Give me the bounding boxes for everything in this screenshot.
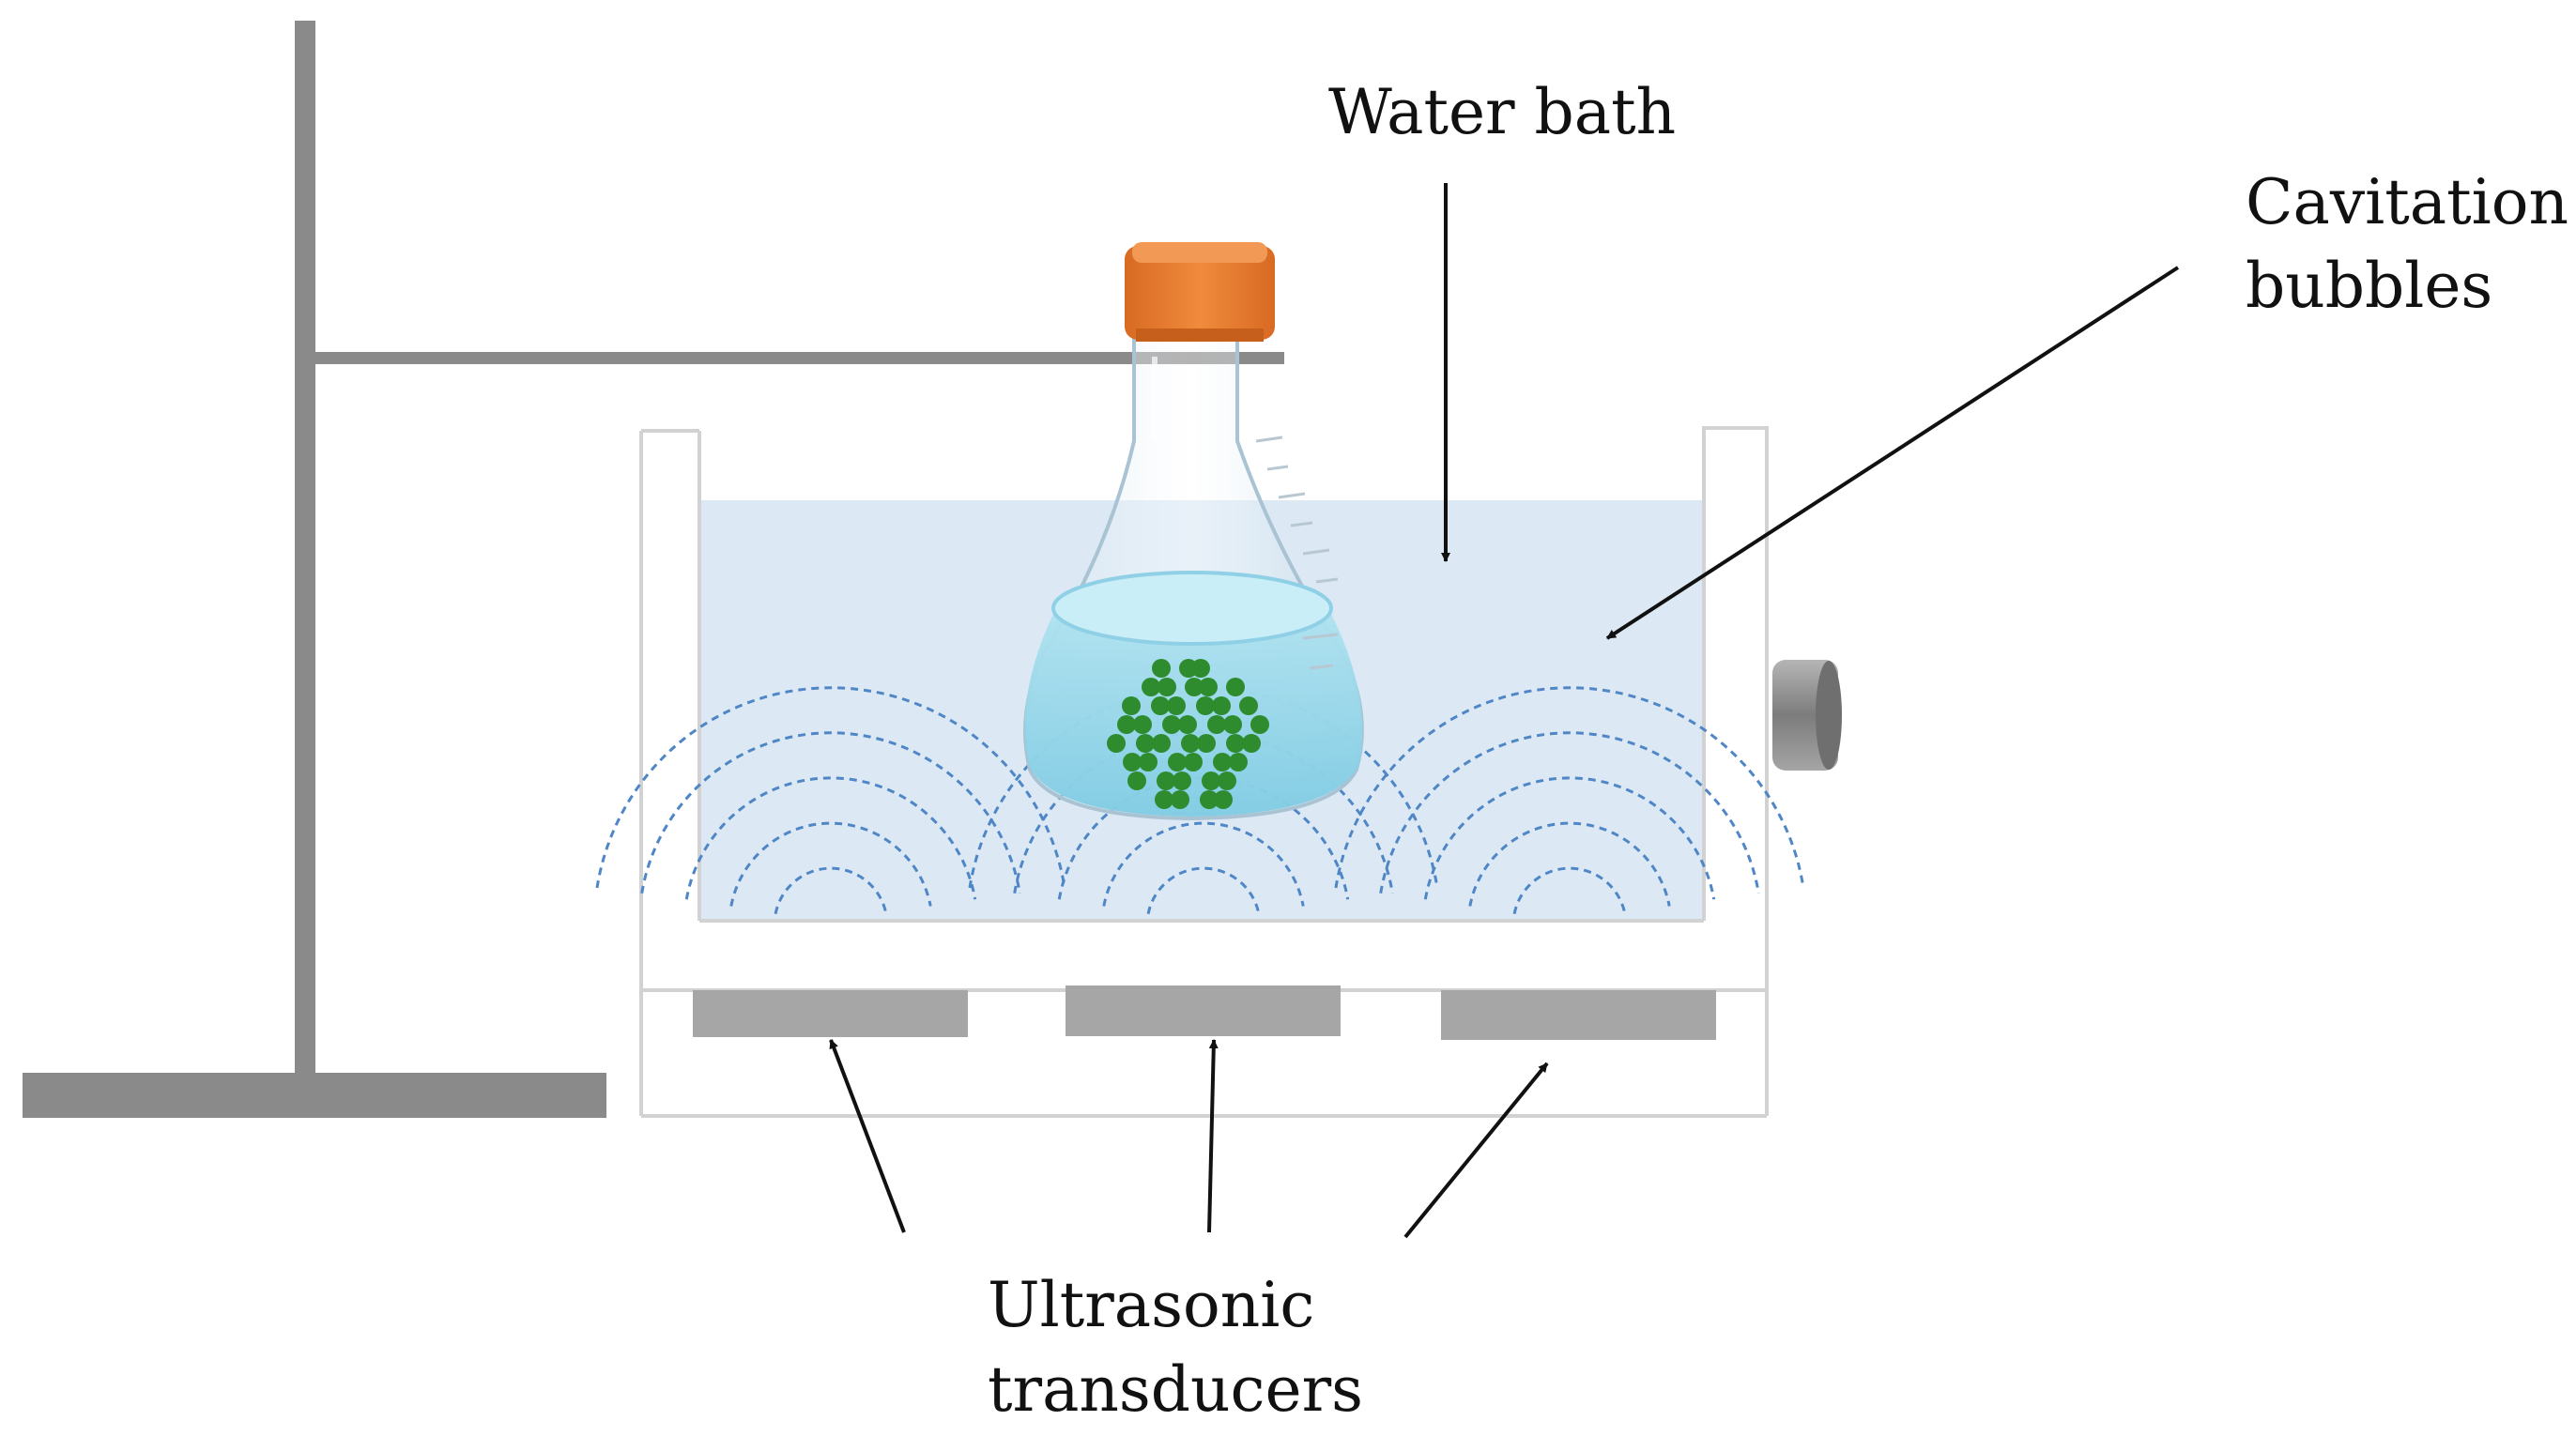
particle: [1199, 678, 1218, 696]
particle: [1167, 696, 1186, 715]
particle: [1151, 696, 1170, 715]
transducer-right: [1441, 990, 1716, 1040]
wave-arc: [640, 731, 1021, 894]
tank-wall-left: [639, 429, 701, 1116]
particle: [1122, 696, 1141, 715]
particle: [1200, 790, 1219, 809]
transducer-left: [693, 990, 968, 1037]
particle: [1239, 696, 1258, 715]
particle: [1185, 678, 1204, 696]
control-knob-icon: [1772, 660, 1842, 771]
transducers: [693, 985, 1716, 1040]
wave-arc: [684, 776, 977, 900]
particle: [1178, 715, 1197, 734]
particle: [1223, 715, 1242, 734]
ultrasonic-transducers-label-line1: Ultrasonic: [988, 1269, 1314, 1341]
particle: [1212, 696, 1231, 715]
cavitation-bubbles-label-line2: bubbles: [2246, 250, 2492, 322]
wave-arc: [595, 686, 1066, 889]
wave-arc: [1423, 776, 1716, 900]
cavitation-bubbles-arrow: [1605, 266, 2180, 640]
wave-arc: [1102, 821, 1305, 907]
flask-liquid: [1024, 579, 1363, 817]
particle: [1214, 790, 1233, 809]
particle: [1184, 753, 1203, 771]
particle: [1171, 790, 1189, 809]
particle: [1142, 678, 1160, 696]
wave-arc: [774, 866, 888, 914]
particle: [1152, 734, 1171, 753]
annotation-arrows: [829, 183, 2180, 1239]
flask-liquid-surface: [1051, 571, 1333, 646]
stand-clamp-arm: [315, 352, 1284, 364]
wave-arc: [1334, 686, 1805, 889]
ultrasonic-waves: [595, 686, 1805, 914]
particle: [1202, 771, 1220, 790]
particle: [1226, 734, 1245, 753]
particle: [1158, 678, 1176, 696]
particle: [1168, 753, 1187, 771]
particle: [1162, 715, 1181, 734]
wave-arc: [1146, 866, 1261, 914]
transducer-arrow-right: [1403, 1062, 1549, 1239]
particle: [1218, 771, 1236, 790]
wave-arc: [729, 821, 932, 907]
retort-stand: [23, 21, 1284, 1118]
particle: [1107, 734, 1126, 753]
particle: [1127, 771, 1146, 790]
stand-base: [23, 1073, 606, 1118]
particle: [1136, 734, 1155, 753]
sample-particles: [1107, 659, 1269, 809]
wave-arc: [1512, 866, 1627, 914]
wave-arc: [1468, 821, 1671, 907]
particle: [1226, 678, 1245, 696]
wave-arc: [1057, 776, 1350, 900]
particle: [1117, 715, 1136, 734]
particle: [1152, 659, 1171, 678]
particle: [1181, 734, 1200, 753]
water-bath-label: Water bath: [1328, 76, 1676, 148]
particle: [1229, 753, 1248, 771]
particle: [1139, 753, 1158, 771]
cavitation-bubbles-label-line1: Cavitation: [2246, 166, 2568, 238]
particle: [1213, 753, 1232, 771]
particle: [1133, 715, 1152, 734]
transducer-arrow-left: [829, 1039, 906, 1233]
particle: [1155, 790, 1173, 809]
stand-rod: [295, 21, 315, 1077]
transducer-center: [1066, 985, 1341, 1036]
particle: [1173, 771, 1191, 790]
ultrasonic-transducers-label-line2: transducers: [988, 1353, 1363, 1426]
particle: [1123, 753, 1142, 771]
tank-wall-right: [1702, 426, 1769, 1116]
particle: [1250, 715, 1269, 734]
wave-arc: [1379, 731, 1760, 894]
flask-cap: [1125, 246, 1275, 340]
transducer-arrow-center: [1207, 1039, 1219, 1233]
particle: [1242, 734, 1261, 753]
particle: [1197, 734, 1216, 753]
erlenmeyer-flask-icon: [1023, 242, 1364, 821]
particle: [1207, 715, 1226, 734]
particle: [1196, 696, 1215, 715]
particle: [1191, 659, 1210, 678]
particle: [1157, 771, 1175, 790]
